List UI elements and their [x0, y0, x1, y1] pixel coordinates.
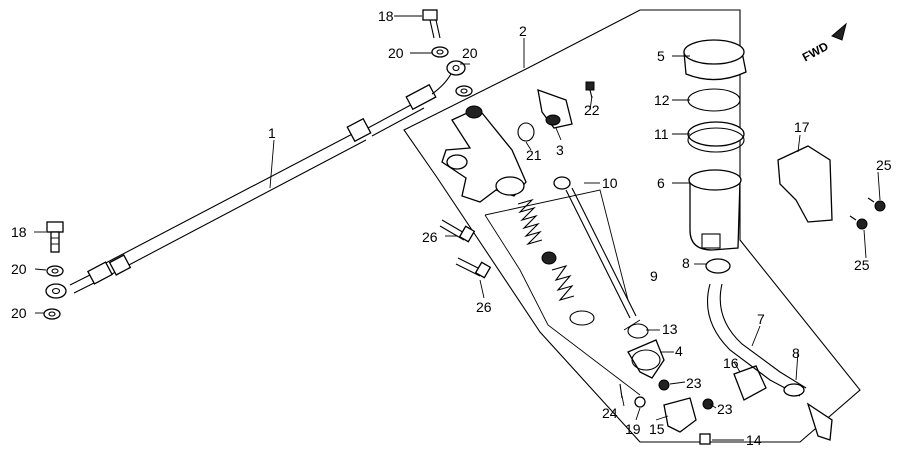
hose-clip-upper [705, 258, 731, 274]
joint-washer [634, 396, 646, 408]
callout-20-lower-1: 20 [11, 261, 27, 277]
callout-15: 15 [649, 421, 665, 437]
callout-14: 14 [746, 432, 762, 448]
sealing-washer-upper-1 [431, 46, 449, 58]
forward-direction-indicator: FWD [800, 22, 847, 64]
callout-22: 22 [584, 102, 600, 118]
callout-18-upper: 18 [378, 8, 394, 24]
callout-8-lower: 8 [792, 345, 800, 361]
joint-o-ring [517, 122, 535, 142]
callout-5: 5 [657, 48, 665, 64]
callout-6: 6 [657, 175, 665, 191]
bracket-bolt-lower [849, 215, 868, 230]
callout-20-lower-2: 20 [11, 305, 27, 321]
master-cylinder-body [441, 105, 527, 203]
callout-3: 3 [556, 142, 564, 158]
sealing-washer-lower-2 [43, 308, 61, 320]
callout-19: 19 [625, 421, 641, 437]
circlip [569, 310, 595, 326]
hose-joint [537, 89, 573, 129]
callout-12: 12 [654, 92, 670, 108]
clevis-pin [699, 433, 711, 445]
callout-10: 10 [602, 175, 618, 191]
cotter-pin [619, 383, 623, 399]
sealing-washer-lower-1 [46, 265, 64, 277]
reservoir-hose [706, 283, 807, 397]
diaphragm-plate [687, 121, 745, 153]
callout-24: 24 [602, 405, 618, 421]
push-rod-clevis [663, 397, 697, 433]
brake-hose [45, 60, 466, 299]
reservoir-cap [683, 39, 747, 81]
piston [551, 265, 575, 302]
push-rod-nut [658, 379, 670, 391]
push-rod-o-ring [627, 323, 649, 339]
callout-9: 9 [650, 268, 658, 284]
callout-11: 11 [654, 126, 669, 142]
callout-13: 13 [662, 321, 678, 337]
callout-23-lower: 23 [717, 401, 733, 417]
reservoir-bracket [777, 145, 833, 223]
callout-20-upper-1: 20 [388, 45, 404, 61]
connector-joint [702, 365, 767, 410]
callout-21: 21 [526, 147, 542, 163]
callout-23-upper: 23 [686, 375, 702, 391]
push-rod-boot [627, 339, 665, 379]
callout-1: 1 [268, 125, 276, 141]
callout-25-upper: 25 [876, 157, 892, 173]
callout-25-lower: 25 [854, 257, 870, 273]
banjo-bolt-lower [46, 221, 64, 253]
reservoir-tank [688, 169, 742, 251]
diaphragm [687, 88, 741, 112]
callout-7: 7 [757, 311, 765, 327]
callout-26-lower: 26 [476, 299, 492, 315]
callout-18-lower: 18 [11, 224, 27, 240]
piston-spring [517, 198, 543, 246]
fwd-label: FWD [800, 39, 831, 64]
banjo-bolt-upper [422, 9, 441, 39]
mounting-bolt-lower [455, 257, 492, 279]
leader-lines [34, 15, 881, 441]
hose-clip-lower [783, 383, 805, 397]
mounting-bolt-upper [439, 219, 476, 243]
bracket-bolt-upper [867, 197, 886, 212]
callout-numbers: 1 2 3 4 5 6 7 8 8 9 10 11 12 13 14 15 16… [11, 8, 892, 448]
callout-16: 16 [723, 355, 739, 371]
callout-20-upper-2: 20 [462, 45, 478, 61]
piston-cup [541, 251, 557, 265]
sealing-washer-upper-2 [455, 85, 473, 97]
hose-fitting [806, 402, 833, 441]
callout-26-upper: 26 [422, 229, 438, 245]
assembly-boundary-outline [403, 9, 861, 443]
callout-4: 4 [675, 343, 683, 359]
joint-screw [585, 81, 595, 99]
fwd-arrow-icon [831, 22, 847, 41]
push-rod [553, 176, 637, 319]
callout-17: 17 [794, 119, 810, 135]
callout-2: 2 [519, 23, 527, 39]
callout-8-upper: 8 [682, 255, 690, 271]
